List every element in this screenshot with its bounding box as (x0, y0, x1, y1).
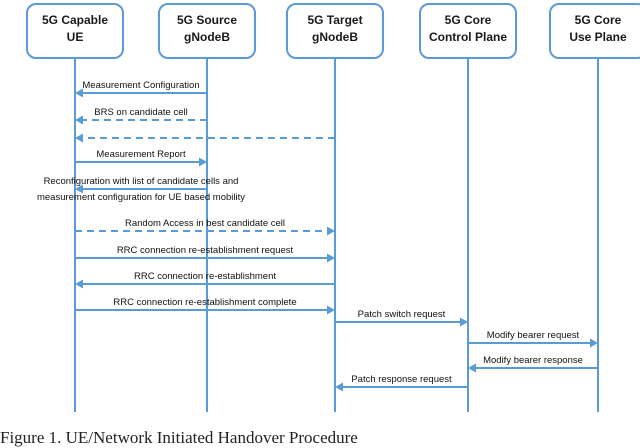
participant-box (419, 3, 517, 59)
participant-label: Control Plane (429, 30, 507, 44)
arrowhead (460, 317, 468, 327)
message-1: Measurement Configuration (75, 80, 207, 98)
message-label: Reconfiguration with list of candidate c… (44, 176, 239, 187)
message-4: Measurement Report (75, 149, 207, 167)
message-label: Patch switch request (358, 309, 446, 320)
message-12: Modify bearer response (468, 355, 598, 373)
message-label: Patch response request (351, 374, 452, 385)
message-2: BRS on candidate cell (75, 107, 207, 125)
participant-box (549, 3, 640, 59)
message-11: Modify bearer request (468, 330, 598, 348)
participant-label: gNodeB (312, 30, 358, 44)
arrowhead (75, 88, 83, 98)
participant-box (286, 3, 384, 59)
message-label: Modify bearer request (487, 330, 580, 341)
arrowhead (75, 279, 83, 289)
message-label: Random Access in best candidate cell (125, 218, 285, 229)
arrowhead (590, 338, 598, 348)
message-9: RRC connection re-establishment complete (75, 297, 335, 315)
message-13: Patch response request (335, 374, 468, 392)
participant-box (26, 3, 124, 59)
arrowhead (327, 253, 335, 263)
participant-label: 5G Source (177, 13, 237, 27)
message-label: Modify bearer response (483, 355, 583, 366)
participant-box (158, 3, 256, 59)
arrowhead (199, 157, 207, 167)
message-6: Random Access in best candidate cell (75, 218, 335, 236)
message-8: RRC connection re-establishment (75, 271, 335, 289)
arrowhead (327, 226, 335, 236)
message-label: measurement configuration for UE based m… (37, 192, 245, 203)
participant-label: gNodeB (184, 30, 230, 44)
participant-src: 5G Source gNodeB (158, 3, 256, 59)
participant-tgt: 5G Target gNodeB (286, 3, 384, 59)
participant-label: 5G Capable (42, 13, 108, 27)
arrowhead (75, 184, 83, 194)
participant-label: 5G Target (307, 13, 362, 27)
message-label: BRS on candidate cell (94, 107, 187, 118)
arrowhead (75, 133, 83, 143)
message-3 (75, 133, 335, 143)
participant-label: 5G Core (445, 13, 492, 27)
message-5: Reconfiguration with list of candidate c… (37, 176, 245, 203)
message-label: Measurement Report (96, 149, 186, 160)
arrowhead (327, 305, 335, 315)
participant-label: UE (67, 30, 84, 44)
participant-label: Use Plane (569, 30, 627, 44)
participant-label: 5G Core (575, 13, 622, 27)
message-label: RRC connection re-establishment (134, 271, 276, 282)
arrowhead (75, 115, 83, 125)
message-7: RRC connection re-establishment request (75, 245, 335, 263)
message-10: Patch switch request (335, 309, 468, 327)
message-label: RRC connection re-establishment request (117, 245, 294, 256)
arrowhead (468, 363, 476, 373)
message-label: RRC connection re-establishment complete (113, 297, 296, 308)
message-label: Measurement Configuration (82, 80, 199, 91)
figure-caption: Figure 1. UE/Network Initiated Handover … (0, 428, 358, 447)
arrowhead (335, 382, 343, 392)
